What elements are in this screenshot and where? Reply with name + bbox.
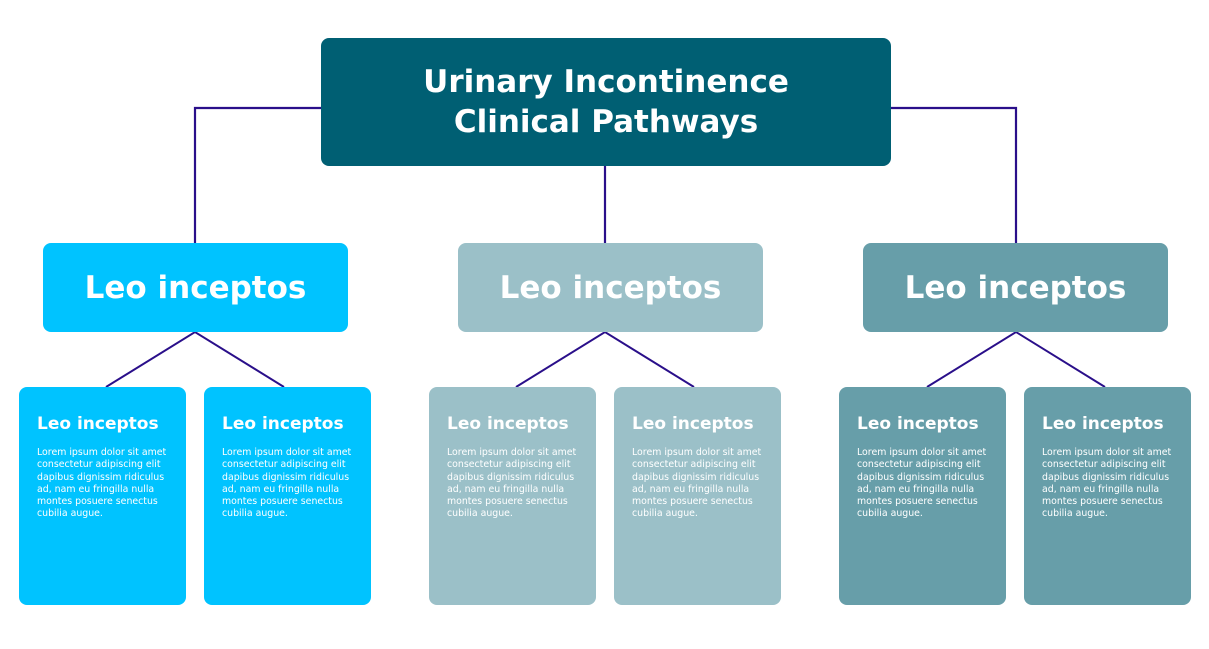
leaf-description: Lorem ipsum dolor sit amet consectetur a… bbox=[632, 447, 762, 520]
leaf-node-1-2: Leo inceptos Lorem ipsum dolor sit amet … bbox=[204, 387, 371, 605]
leaf-description: Lorem ipsum dolor sit amet consectetur a… bbox=[37, 447, 167, 520]
leaf-description: Lorem ipsum dolor sit amet consectetur a… bbox=[857, 447, 987, 520]
leaf-description: Lorem ipsum dolor sit amet consectetur a… bbox=[1042, 447, 1172, 520]
leaf-title: Leo inceptos bbox=[447, 414, 569, 434]
connector-root-to-branch-3 bbox=[891, 106, 1018, 243]
leaf-title: Leo inceptos bbox=[632, 414, 754, 434]
leaf-node-3-1: Leo inceptos Lorem ipsum dolor sit amet … bbox=[839, 387, 1006, 605]
branch-node-2: Leo inceptos bbox=[458, 243, 763, 332]
root-title-line-1: Urinary Incontinence bbox=[423, 63, 789, 100]
connector-branch-1-to-children bbox=[105, 330, 285, 388]
root-node: Urinary Incontinence Clinical Pathways bbox=[321, 38, 891, 166]
leaf-title: Leo inceptos bbox=[37, 414, 159, 434]
leaf-node-1-1: Leo inceptos Lorem ipsum dolor sit amet … bbox=[19, 387, 186, 605]
root-title-line-2: Clinical Pathways bbox=[453, 104, 759, 140]
branch-node-3: Leo inceptos bbox=[863, 243, 1168, 332]
leaf-title: Leo inceptos bbox=[857, 414, 979, 434]
root-title: Urinary Incontinence Clinical Pathways bbox=[423, 62, 789, 143]
leaf-title: Leo inceptos bbox=[222, 414, 344, 434]
leaf-node-2-1: Leo inceptos Lorem ipsum dolor sit amet … bbox=[429, 387, 596, 605]
leaf-description: Lorem ipsum dolor sit amet consectetur a… bbox=[222, 447, 352, 520]
leaf-title: Leo inceptos bbox=[1042, 414, 1164, 434]
connector-branch-2-to-children bbox=[515, 330, 695, 388]
branch-title-3: Leo inceptos bbox=[904, 269, 1127, 306]
leaf-description: Lorem ipsum dolor sit amet consectetur a… bbox=[447, 447, 577, 520]
branch-node-1: Leo inceptos bbox=[43, 243, 348, 332]
leaf-node-3-2: Leo inceptos Lorem ipsum dolor sit amet … bbox=[1024, 387, 1191, 605]
leaf-node-2-2: Leo inceptos Lorem ipsum dolor sit amet … bbox=[614, 387, 781, 605]
connector-root-to-branch-1 bbox=[193, 106, 321, 243]
connector-branch-3-to-children bbox=[926, 330, 1106, 388]
branch-title-2: Leo inceptos bbox=[499, 269, 722, 306]
branch-title-1: Leo inceptos bbox=[84, 269, 307, 306]
